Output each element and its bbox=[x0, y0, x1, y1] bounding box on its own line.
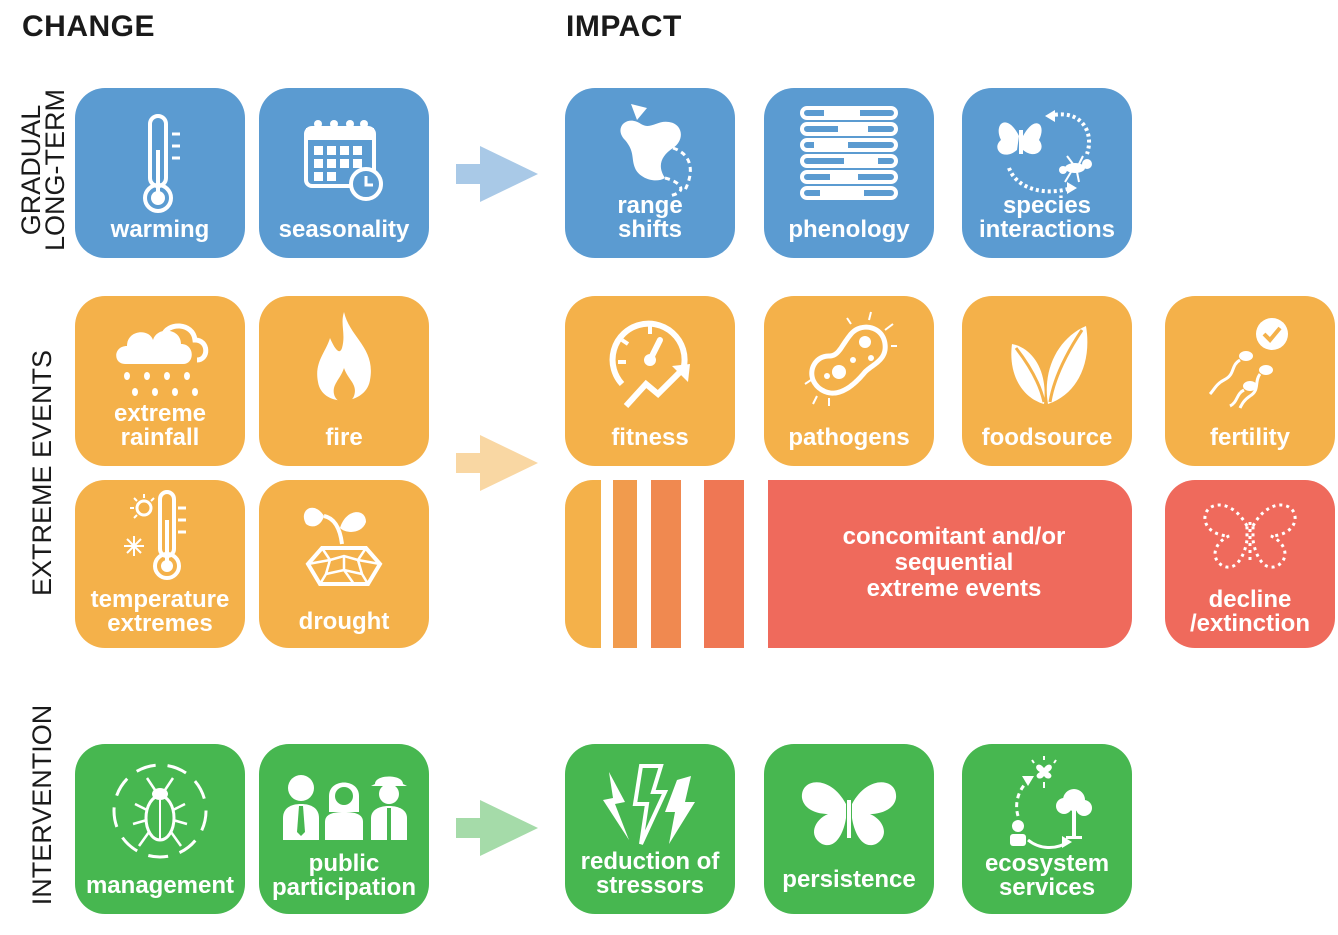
dotted-butterfly-icon bbox=[1203, 503, 1297, 569]
row-label-gradual-line2: LONG-TERM bbox=[40, 89, 70, 251]
event-stripe-4 bbox=[704, 480, 744, 648]
extreme-rainfall-label-line2: rainfall bbox=[120, 424, 200, 451]
concomitant-label-line2: sequential bbox=[894, 549, 1014, 576]
impact-header: IMPACT bbox=[566, 10, 682, 43]
species-interactions-label: species interactions bbox=[962, 194, 1132, 242]
species-interactions-label-line1: species bbox=[1002, 192, 1092, 219]
public-participation-label: public participation bbox=[259, 852, 429, 900]
thermometer-icon bbox=[143, 114, 180, 213]
public-participation-label-line2: participation bbox=[271, 874, 416, 901]
range-shifts-label: range shifts bbox=[565, 194, 735, 242]
fitness-label: fitness bbox=[611, 424, 689, 451]
management-label: management bbox=[85, 872, 235, 899]
warming-tile: warming bbox=[75, 88, 245, 258]
row-label-intervention: INTERVENTION bbox=[27, 704, 57, 906]
intervention-arrow-icon bbox=[456, 800, 538, 856]
row-label-extreme: EXTREME EVENTS bbox=[27, 349, 57, 597]
bacterium-icon bbox=[804, 311, 897, 406]
pathogens-tile: pathogens bbox=[764, 296, 934, 466]
phenology-bars-icon bbox=[800, 106, 898, 200]
drought-label: drought bbox=[298, 608, 390, 635]
ecosystem-services-tile: ecosystem services bbox=[962, 744, 1132, 914]
sun-snow-thermometer-icon bbox=[124, 490, 186, 580]
temperature-extremes-label: temperature extremes bbox=[75, 588, 245, 636]
temperature-extremes-label-line1: temperature bbox=[90, 586, 230, 613]
decline-label-line2: /extinction bbox=[1189, 610, 1310, 637]
species-interactions-label-line2: interactions bbox=[978, 216, 1116, 243]
reduction-of-stressors-label: reduction of stressors bbox=[565, 850, 735, 898]
range-shifts-label-line1: range bbox=[617, 192, 683, 219]
people-group-icon bbox=[283, 775, 407, 840]
foodsource-tile: foodsource bbox=[962, 296, 1132, 466]
range-map-icon bbox=[620, 104, 692, 198]
event-stripe-1 bbox=[565, 480, 601, 648]
event-stripe-3 bbox=[651, 480, 681, 648]
beetle-target-icon bbox=[112, 763, 208, 859]
persistence-tile: persistence bbox=[764, 744, 934, 914]
sperm-check-icon bbox=[1208, 318, 1288, 409]
speedometer-trend-icon bbox=[609, 320, 690, 409]
seasonality-label: seasonality bbox=[278, 216, 410, 243]
range-shifts-tile: range shifts bbox=[565, 88, 735, 258]
pathogens-label: pathogens bbox=[788, 424, 910, 451]
range-shifts-label-line2: shifts bbox=[617, 216, 682, 243]
butterfly-ant-cycle-icon bbox=[997, 110, 1092, 194]
decline-label-line1: decline bbox=[1208, 586, 1292, 613]
row-label-gradual: GRADUAL LONG-TERM bbox=[16, 70, 70, 270]
calendar-clock-icon bbox=[304, 120, 383, 201]
decline-extinction-label: decline /extinction bbox=[1165, 588, 1335, 636]
fire-label: fire bbox=[325, 424, 363, 451]
gradual-arrow-icon bbox=[456, 146, 538, 202]
extreme-rainfall-label-line1: extreme bbox=[113, 400, 207, 427]
change-header: CHANGE bbox=[22, 10, 156, 43]
concomitant-events-label: concomitant and/or sequential extreme ev… bbox=[808, 524, 1100, 602]
reduction-label-line2: stressors bbox=[595, 872, 705, 899]
ecosystem-label-line2: services bbox=[998, 874, 1096, 901]
public-participation-label-line1: public bbox=[308, 850, 380, 877]
concomitant-label-line1: concomitant and/or bbox=[842, 523, 1066, 550]
drought-tile: drought bbox=[259, 480, 429, 648]
reduction-label-line1: reduction of bbox=[580, 848, 720, 875]
warming-label: warming bbox=[110, 216, 210, 243]
concomitant-label-line3: extreme events bbox=[866, 575, 1042, 602]
extreme-rainfall-tile: extreme rainfall bbox=[75, 296, 245, 466]
foodsource-label: foodsource bbox=[981, 424, 1113, 451]
concomitant-events-box: concomitant and/or sequential extreme ev… bbox=[768, 480, 1132, 648]
extreme-rainfall-label: extreme rainfall bbox=[75, 402, 245, 450]
temperature-extremes-tile: temperature extremes bbox=[75, 480, 245, 648]
flame-icon bbox=[317, 312, 371, 403]
fertility-label: fertility bbox=[1209, 424, 1290, 451]
phenology-label: phenology bbox=[788, 216, 910, 243]
butterfly-icon bbox=[801, 782, 897, 846]
management-tile: management bbox=[75, 744, 245, 914]
sprout-cracked-earth-icon bbox=[303, 507, 383, 586]
public-participation-tile: public participation bbox=[259, 744, 429, 914]
lightning-bolts-icon bbox=[603, 764, 695, 845]
fertility-tile: fertility bbox=[1165, 296, 1335, 466]
decline-extinction-tile: decline /extinction bbox=[1165, 480, 1335, 648]
extreme-arrow-icon bbox=[456, 435, 538, 491]
fire-tile: fire bbox=[259, 296, 429, 466]
ecosystem-services-label: ecosystem services bbox=[962, 852, 1132, 900]
species-interactions-tile: species interactions bbox=[962, 88, 1132, 258]
persistence-label: persistence bbox=[782, 866, 916, 893]
reduction-of-stressors-tile: reduction of stressors bbox=[565, 744, 735, 914]
rain-cloud-icon bbox=[116, 323, 209, 396]
ecosystem-cycle-icon bbox=[1010, 756, 1092, 850]
leaves-icon bbox=[1011, 326, 1088, 404]
seasonality-tile: seasonality bbox=[259, 88, 429, 258]
ecosystem-label-line1: ecosystem bbox=[984, 850, 1110, 877]
fitness-tile: fitness bbox=[565, 296, 735, 466]
event-stripe-2 bbox=[613, 480, 637, 648]
temperature-extremes-label-line2: extremes bbox=[107, 610, 213, 637]
phenology-tile: phenology bbox=[764, 88, 934, 258]
